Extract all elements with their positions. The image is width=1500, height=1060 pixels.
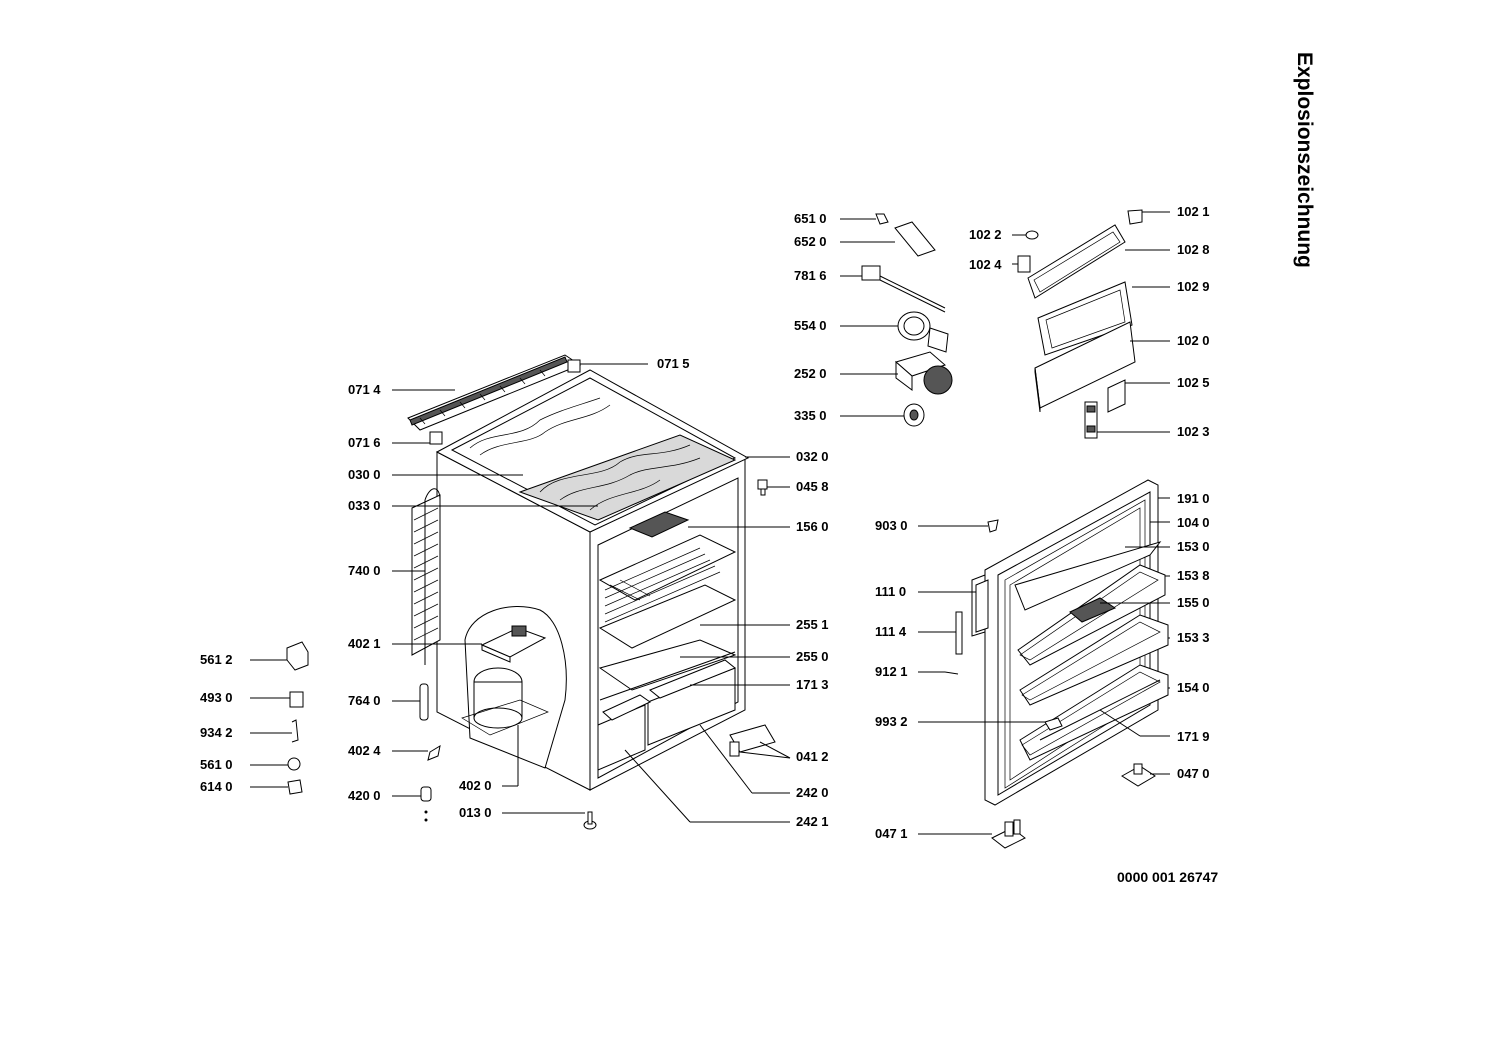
drawing-title: Explosionszeichnung: [1293, 52, 1316, 268]
part-label-0330: 033 0: [348, 498, 381, 513]
part-label-4020: 402 0: [459, 778, 492, 793]
part-label-1530: 153 0: [1177, 539, 1210, 554]
part-label-9121: 912 1: [875, 664, 908, 679]
thermostat-parts: [861, 213, 953, 427]
small-parts-left: [286, 479, 776, 830]
part-label-1040: 104 0: [1177, 515, 1210, 530]
part-label-0471: 047 1: [875, 826, 908, 841]
part-label-1024: 102 4: [969, 257, 1002, 272]
part-label-0716: 071 6: [348, 435, 381, 450]
part-label-2421: 242 1: [796, 814, 829, 829]
part-label-1025: 102 5: [1177, 375, 1210, 390]
part-label-0458: 045 8: [796, 479, 829, 494]
part-label-1538: 153 8: [1177, 568, 1210, 583]
part-label-4930: 493 0: [200, 690, 233, 705]
part-label-9342: 934 2: [200, 725, 233, 740]
part-label-1029: 102 9: [1177, 279, 1210, 294]
part-label-4200: 420 0: [348, 788, 381, 803]
main-door: [944, 479, 1169, 849]
part-label-4021: 402 1: [348, 636, 381, 651]
part-label-0714: 071 4: [348, 382, 381, 397]
part-label-9932: 993 2: [875, 714, 908, 729]
part-label-6520: 652 0: [794, 234, 827, 249]
part-label-7400: 740 0: [348, 563, 381, 578]
part-label-1533: 153 3: [1177, 630, 1210, 645]
part-label-0715: 071 5: [657, 356, 690, 371]
part-label-9030: 903 0: [875, 518, 908, 533]
part-label-4024: 402 4: [348, 743, 381, 758]
cabinet-body: [411, 369, 750, 791]
part-label-7640: 764 0: [348, 693, 381, 708]
leader-lines: [250, 211, 1170, 835]
part-label-1550: 155 0: [1177, 595, 1210, 610]
part-label-1910: 191 0: [1177, 491, 1210, 506]
part-label-1023: 102 3: [1177, 424, 1210, 439]
part-label-2420: 242 0: [796, 785, 829, 800]
part-label-1021: 102 1: [1177, 204, 1210, 219]
part-label-1540: 154 0: [1177, 680, 1210, 695]
part-label-0300: 030 0: [348, 467, 381, 482]
freezer-door-parts: [1017, 209, 1143, 439]
part-label-7816: 781 6: [794, 268, 827, 283]
part-label-1110: 111 0: [875, 584, 907, 599]
part-label-1028: 102 8: [1177, 242, 1210, 257]
part-label-6510: 651 0: [794, 211, 827, 226]
part-label-1022: 102 2: [969, 227, 1002, 242]
document-number: 0000 001 26747: [1117, 869, 1219, 885]
part-label-2520: 252 0: [794, 366, 827, 381]
part-label-3350: 335 0: [794, 408, 827, 423]
part-label-5540: 554 0: [794, 318, 827, 333]
part-label-0130: 013 0: [459, 805, 492, 820]
part-label-2550: 255 0: [796, 649, 829, 664]
part-label-1713: 171 3: [796, 677, 829, 692]
part-label-1114: 111 4: [875, 624, 907, 639]
part-label-1719: 171 9: [1177, 729, 1210, 744]
vent-grill: [407, 354, 582, 445]
part-label-2551: 255 1: [796, 617, 829, 632]
part-label-5610: 561 0: [200, 757, 233, 772]
part-label-0412: 041 2: [796, 749, 829, 764]
part-label-6140: 614 0: [200, 779, 233, 794]
part-label-0470: 047 0: [1177, 766, 1210, 781]
part-label-0320: 032 0: [796, 449, 829, 464]
part-label-5612: 561 2: [200, 652, 233, 667]
part-label-1020: 102 0: [1177, 333, 1210, 348]
part-label-1560: 156 0: [796, 519, 829, 534]
